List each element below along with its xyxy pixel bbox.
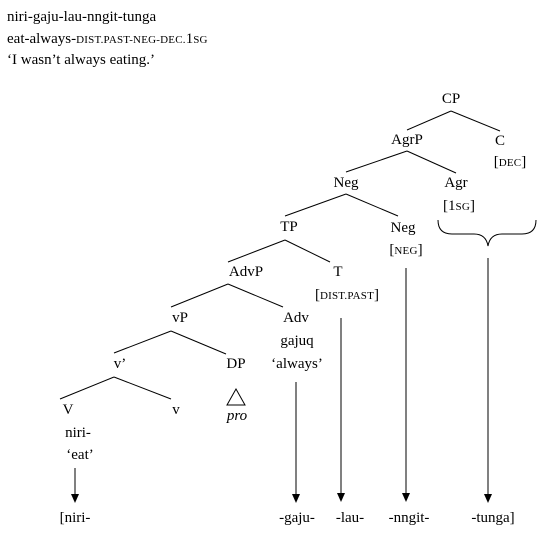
node-c: C — [494, 133, 506, 149]
edge-agrp-neg — [345, 150, 408, 173]
gloss-line-2: eat-always-DIST.PAST-NEG-DEC.1SG — [7, 32, 208, 47]
node-neg-head: Neg — [390, 220, 416, 236]
dp-pro: pro — [226, 408, 248, 424]
node-vp: vP — [172, 310, 188, 326]
node-agr: Agr — [444, 175, 468, 191]
dp-triangle — [226, 387, 246, 406]
gloss-line-1: niri-gaju-lau-nngit-tunga — [7, 9, 157, 25]
arrowhead-gaju — [292, 494, 300, 503]
node-v-upper: V — [62, 402, 74, 418]
node-agr-feature: [1SG] — [443, 198, 475, 214]
gloss-person: SG — [193, 34, 208, 46]
v-gloss: ‘eat’ — [66, 447, 94, 463]
node-t: T — [333, 264, 343, 280]
v-form: niri- — [65, 425, 91, 441]
edge-advp-adv — [227, 283, 284, 308]
node-advp: AdvP — [228, 264, 264, 280]
edge-vbar-vlower — [113, 376, 172, 400]
gloss-translation: ‘I wasn’t always eating.’ — [7, 52, 156, 68]
node-neg-feature: [NEG] — [389, 242, 423, 258]
output-gaju: -gaju- — [279, 510, 315, 526]
node-t-feature: [DIST.PAST] — [314, 287, 380, 303]
node-v-lower: v — [172, 402, 180, 418]
edge-advp-vp — [170, 283, 229, 308]
edge-neg-neghead — [345, 193, 399, 217]
arrowhead-tunga — [484, 494, 492, 503]
output-niri: [niri- — [59, 510, 91, 526]
t-feature-value: DIST.PAST — [319, 290, 375, 302]
adv-form: gajuq — [280, 333, 314, 349]
edge-vp-dp — [170, 330, 227, 355]
node-adv: Adv — [283, 310, 309, 326]
node-vbar: v’ — [113, 356, 127, 372]
edge-cp-c — [450, 110, 501, 132]
node-c-feature: [DEC] — [493, 154, 527, 170]
arrowhead-niri — [71, 494, 79, 503]
edge-cp-agrp — [406, 110, 452, 131]
output-tunga: -tunga] — [471, 510, 515, 526]
agr-feature-sg: SG — [455, 201, 470, 213]
node-cp: CP — [441, 91, 461, 107]
gloss-morphemes: eat-always- — [7, 31, 77, 47]
edge-vbar-vupper — [59, 376, 115, 400]
gloss-number: 1 — [185, 31, 194, 47]
arrowhead-lau — [337, 493, 345, 502]
agr-c-brace — [437, 219, 537, 247]
node-agrp: AgrP — [391, 132, 423, 148]
edge-neg-tp — [284, 193, 347, 217]
gloss-features: DIST.PAST-NEG-DEC. — [76, 34, 186, 46]
edge-agrp-agr — [406, 150, 457, 174]
node-dp: DP — [226, 356, 246, 372]
node-neg-phrase: Neg — [333, 175, 359, 191]
edge-vp-vbar — [113, 330, 172, 354]
output-nngit: -nngit- — [388, 510, 430, 526]
output-lau: -lau- — [335, 510, 365, 526]
adv-gloss: ‘always’ — [271, 356, 323, 372]
edge-tp-advp — [227, 239, 286, 263]
arrowhead-nngit — [402, 493, 410, 502]
node-tp: TP — [280, 219, 298, 235]
edge-tp-t — [284, 239, 331, 263]
neg-feature-value: NEG — [394, 245, 418, 257]
agr-feature-num: 1 — [448, 198, 456, 214]
c-feature-value: DEC — [498, 157, 522, 169]
